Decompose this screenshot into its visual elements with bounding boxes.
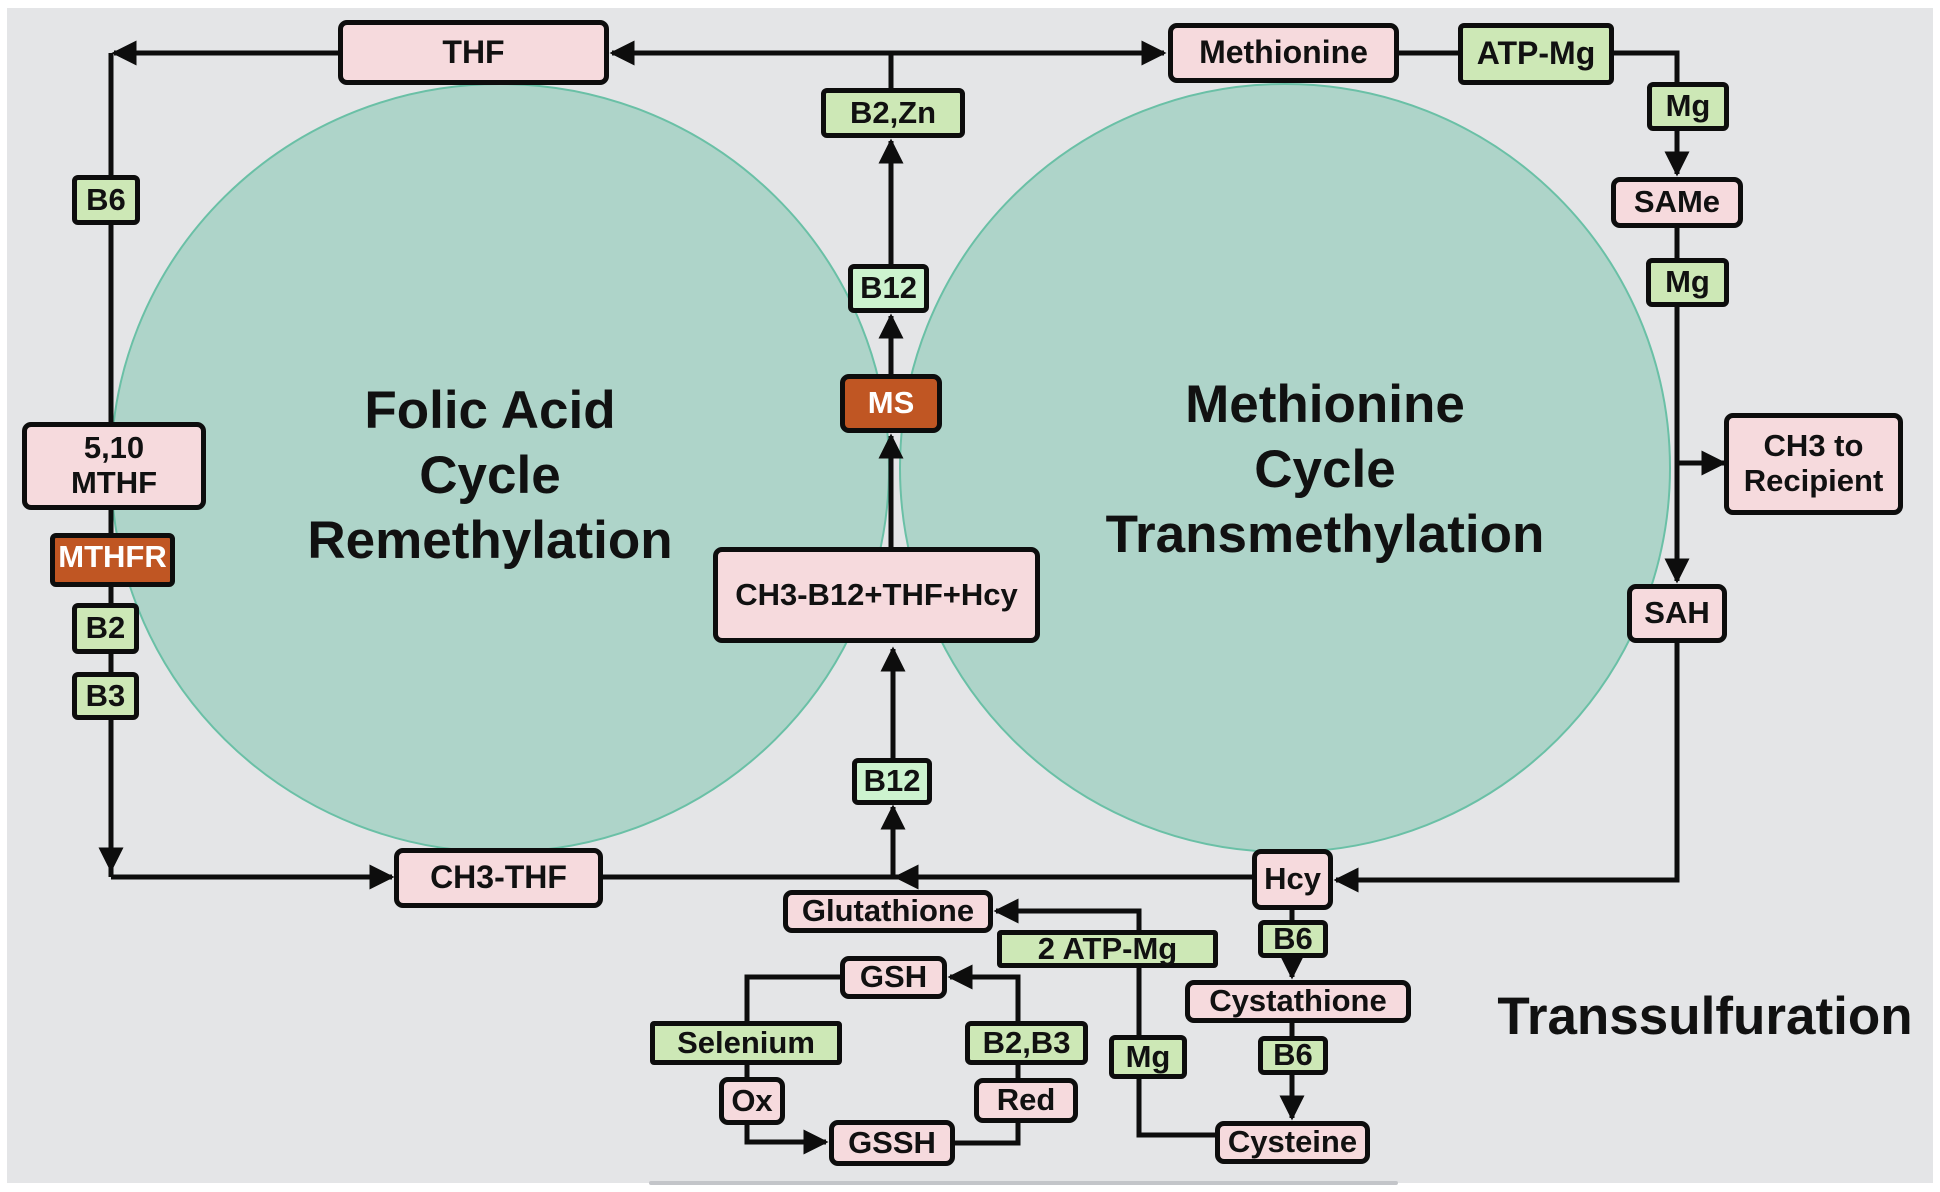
cofactor-mg-lower: Mg	[1646, 258, 1729, 307]
cofactor-atp-mg: ATP-Mg	[1458, 23, 1614, 85]
methionine-cycle-title: Methionine Cycle Transmethylation	[1075, 372, 1575, 567]
node-ox: Ox	[719, 1077, 785, 1125]
mthf-line-2: MTHF	[70, 465, 158, 500]
methionine-title-line-2: Cycle	[1254, 440, 1396, 499]
line-sah-to-hcy	[1340, 643, 1680, 883]
cofactor-mg-bottom: Mg	[1109, 1035, 1187, 1079]
node-red: Red	[974, 1078, 1078, 1123]
arrow-b2b3-to-gsh	[947, 964, 1021, 1021]
node-ch3-thf: CH3-THF	[394, 848, 603, 908]
ch3-recipient-line-1: CH3 to	[1763, 428, 1864, 464]
node-glutathione: Glutathione	[783, 890, 993, 933]
line-ox-to-gssh	[744, 1125, 829, 1155]
node-cysteine: Cysteine	[1215, 1121, 1370, 1164]
line-gsh-to-selenium	[744, 974, 840, 1021]
node-gssh: GSSH	[829, 1120, 955, 1166]
folic-title-line-3: Remethylation	[307, 511, 673, 570]
node-5-10-mthf: 5,10 MTHF	[22, 422, 206, 510]
node-cystathione: Cystathione	[1185, 980, 1411, 1023]
cofactor-selenium: Selenium	[650, 1021, 842, 1065]
cofactor-mg-upper: Mg	[1647, 82, 1729, 131]
line-gssh-to-red	[955, 1123, 1021, 1146]
node-gsh: GSH	[840, 956, 947, 999]
folic-title-line-1: Folic Acid	[364, 381, 616, 440]
mthf-line-1: 5,10	[83, 430, 145, 466]
folic-acid-cycle-title: Folic Acid Cycle Remethylation	[290, 378, 690, 573]
cofactor-b6-hcy: B6	[1258, 920, 1328, 958]
folic-title-line-2: Cycle	[419, 446, 561, 505]
node-thf: THF	[338, 20, 609, 85]
line-atp-to-glutathione	[1000, 908, 1142, 930]
node-sah: SAH	[1627, 584, 1727, 643]
node-ch3-to-recipient: CH3 to Recipient	[1724, 413, 1903, 515]
line-cysteine-to-mg	[1136, 1079, 1215, 1138]
node-mthfr-enzyme: MTHFR	[50, 533, 175, 587]
methionine-title-line-1: Methionine	[1185, 375, 1465, 434]
cofactor-b3-left: B3	[72, 672, 139, 720]
node-same: SAMe	[1611, 177, 1743, 228]
cofactor-b2-left: B2	[72, 603, 139, 654]
cofactor-b2-zn: B2,Zn	[821, 88, 965, 138]
cofactor-b6-left: B6	[72, 175, 140, 225]
node-ms-enzyme: MS	[840, 374, 942, 433]
node-hcy: Hcy	[1252, 849, 1333, 910]
ch3-recipient-line-2: Recipient	[1743, 463, 1884, 498]
node-methionine: Methionine	[1168, 23, 1399, 83]
cofactor-b2-b3: B2,B3	[965, 1021, 1088, 1065]
node-ch3-b12-thf-hcy: CH3-B12+THF+Hcy	[713, 547, 1040, 643]
line-atpmg-to-mg	[1614, 50, 1680, 82]
cofactor-b12-upper: B12	[848, 264, 929, 313]
transsulfuration-title: Transsulfuration	[1497, 987, 1913, 1046]
horizontal-scrollbar[interactable]	[649, 1181, 1398, 1185]
cofactor-b12-lower: B12	[852, 758, 932, 805]
cofactor-2-atp-mg: 2 ATP-Mg	[997, 930, 1218, 968]
cofactor-b6-cystathione: B6	[1258, 1036, 1328, 1075]
methionine-title-line-3: Transmethylation	[1105, 505, 1545, 564]
